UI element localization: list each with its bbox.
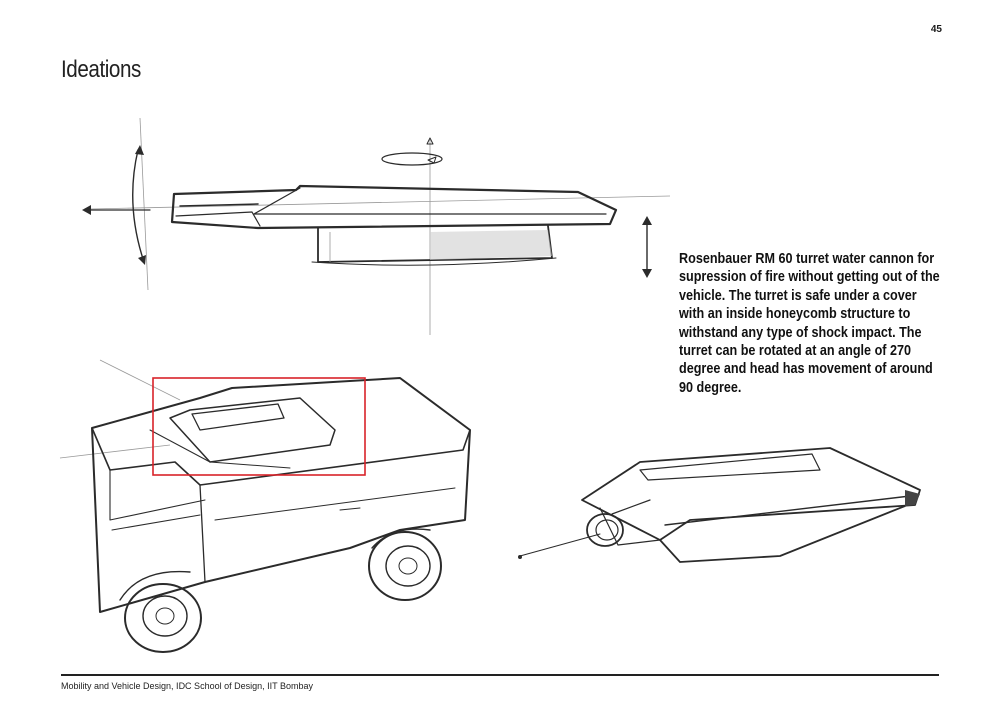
- page-number: 45: [930, 24, 942, 35]
- highlight-box: [152, 377, 366, 476]
- footer-divider: [61, 674, 939, 676]
- page-title: Ideations: [61, 56, 141, 83]
- footer-text: Mobility and Vehicle Design, IDC School …: [61, 681, 313, 691]
- description-text: Rosenbauer RM 60 turret water cannon for…: [679, 251, 940, 396]
